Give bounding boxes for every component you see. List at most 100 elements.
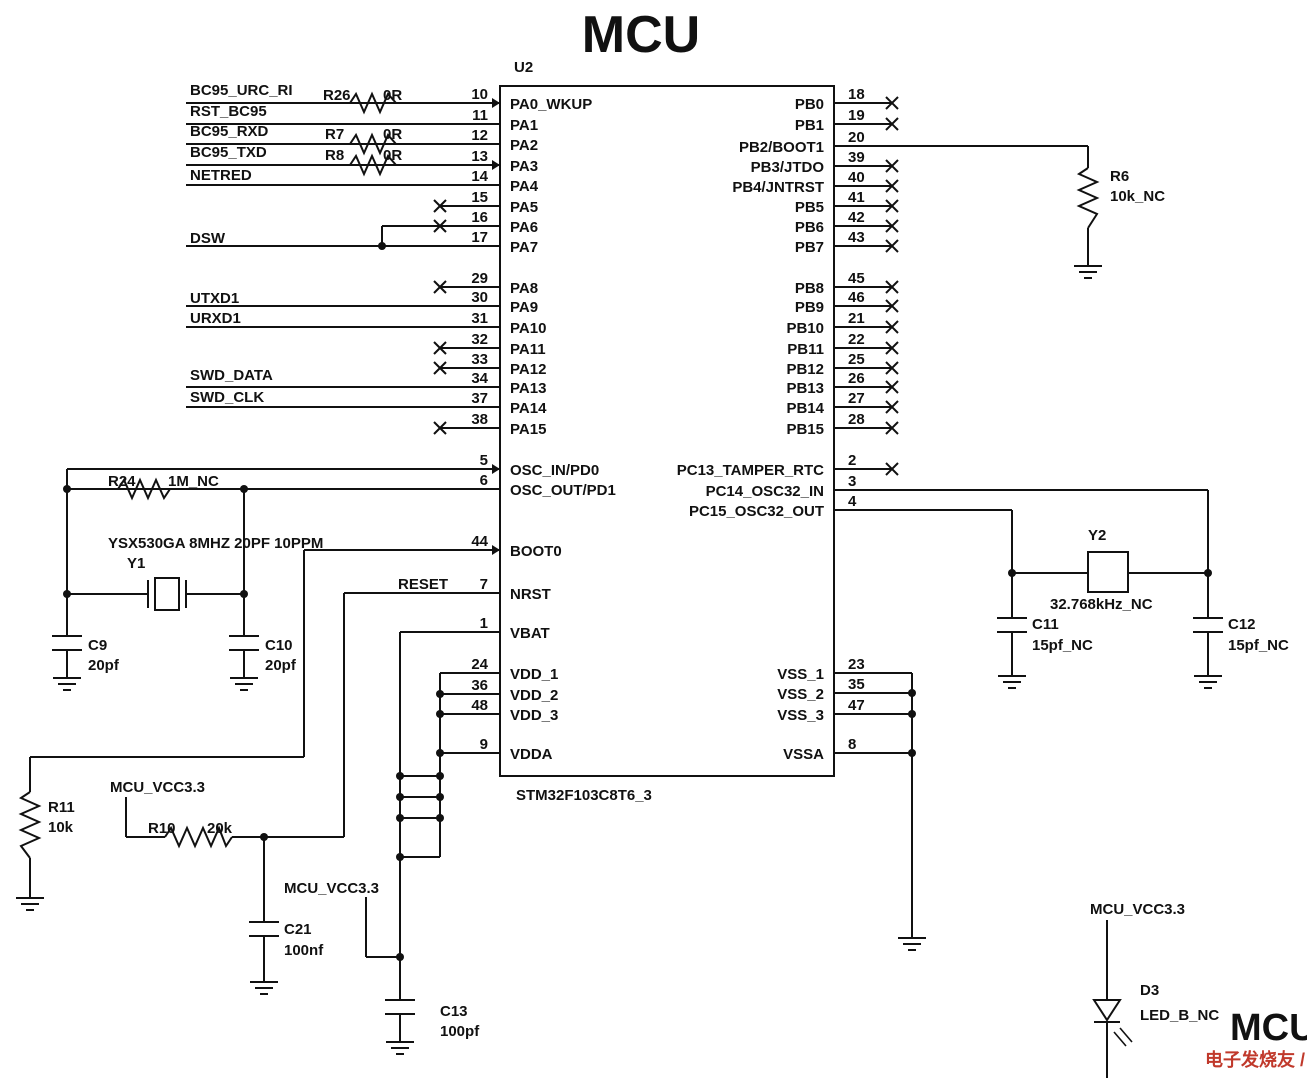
ground-icon <box>250 981 278 995</box>
pin-number: 37 <box>471 390 488 407</box>
pin-name: PA8 <box>510 280 538 297</box>
watermark-logo: 电子发烧友 / 鼎达信 <box>1205 1049 1307 1070</box>
pin-number: 39 <box>848 149 865 166</box>
no-connect-icon <box>433 341 447 355</box>
ground-icon <box>898 937 926 951</box>
pin-number: 41 <box>848 189 865 206</box>
pin-name: VSSA <box>783 746 824 763</box>
pin-number: 42 <box>848 209 865 226</box>
pin-number: 27 <box>848 390 865 407</box>
pin-number: 45 <box>848 270 865 287</box>
ground-icon <box>16 897 44 911</box>
pin-number: 32 <box>471 331 488 348</box>
pin-number: 23 <box>848 656 865 673</box>
pin-name: PC15_OSC32_OUT <box>689 503 824 520</box>
pin-number: 40 <box>848 169 865 186</box>
no-connect-icon <box>885 400 899 414</box>
pin-number: 19 <box>848 107 865 124</box>
r11-ref: R11 <box>48 799 75 816</box>
junction-dot <box>396 793 404 801</box>
pin-number: 21 <box>848 310 865 327</box>
r6-value: 10k_NC <box>1110 188 1165 205</box>
junction-dot <box>1204 569 1212 577</box>
junction-dot <box>908 710 916 718</box>
c21-ref: C21 <box>284 921 312 938</box>
pin-name: OSC_OUT/PD1 <box>510 482 616 499</box>
pin-number: 6 <box>480 472 488 489</box>
net-label-mcu-vcc-reset: MCU_VCC3.3 <box>110 779 205 796</box>
no-connect-icon <box>885 280 899 294</box>
junction-dot <box>396 953 404 961</box>
net-label-rst-bc95: RST_BC95 <box>190 103 267 120</box>
c9-value: 20pf <box>88 657 120 674</box>
net-label-bc95-rxd: BC95_RXD <box>190 123 269 140</box>
pin-number: 16 <box>471 209 488 226</box>
r26-value: 0R <box>383 87 402 104</box>
pin-name: PC13_TAMPER_RTC <box>677 462 824 479</box>
y2-value: 32.768kHz_NC <box>1050 596 1153 613</box>
led-d3-symbol <box>1092 999 1133 1078</box>
r10-value: 20k <box>207 820 233 837</box>
c10-ref: C10 <box>265 637 293 654</box>
pin-name: PA12 <box>510 361 546 378</box>
r26-ref: R26 <box>323 87 351 104</box>
pin-number: 35 <box>848 676 865 693</box>
pin-name: VSS_1 <box>777 666 824 683</box>
no-connect-icon <box>885 239 899 253</box>
pin-number: 14 <box>471 168 488 185</box>
junction-dot <box>436 690 444 698</box>
pin-name: VSS_3 <box>777 707 824 724</box>
pin-number: 7 <box>480 576 488 593</box>
net-label-mcu-vcc-led: MCU_VCC3.3 <box>1090 901 1185 918</box>
pin-name: PC14_OSC32_IN <box>706 483 824 500</box>
no-connect-icon <box>885 299 899 313</box>
pin-name: PA10 <box>510 320 546 337</box>
resistor-r10-symbol <box>164 825 233 849</box>
r10-ref: R10 <box>148 820 176 837</box>
capacitor-c12-symbol <box>1193 617 1223 633</box>
junction-dot <box>436 793 444 801</box>
no-connect-icon <box>885 179 899 193</box>
pin-name: PB12 <box>786 361 824 378</box>
pin-name: PB4/JNTRST <box>732 179 824 196</box>
y1-value: YSX530GA 8MHZ 20PF 10PPM <box>108 535 323 552</box>
capacitor-c9-symbol <box>52 635 82 651</box>
junction-dot <box>63 590 71 598</box>
r11-value: 10k <box>48 819 74 836</box>
c13-ref: C13 <box>440 1003 468 1020</box>
pin-number: 9 <box>480 736 488 753</box>
pin-name: PB14 <box>786 400 824 417</box>
pin-number: 44 <box>471 533 488 550</box>
pin-name: VDD_2 <box>510 687 558 704</box>
right-pin-group: 18PB019PB120PB2/BOOT139PB3/JTDO40PB4/JNT… <box>677 86 899 763</box>
net-label-reset: RESET <box>398 576 448 593</box>
pin-number: 26 <box>848 370 865 387</box>
pin-name: PA13 <box>510 380 546 397</box>
pin-name: OSC_IN/PD0 <box>510 462 599 479</box>
pin-name: PB2/BOOT1 <box>739 139 824 156</box>
net-label-utxd1: UTXD1 <box>190 290 239 307</box>
resistor-r26-symbol <box>349 91 397 115</box>
c12-ref: C12 <box>1228 616 1256 633</box>
c9-ref: C9 <box>88 637 107 654</box>
no-connect-icon <box>885 361 899 375</box>
resistor-r6-symbol <box>1076 167 1100 229</box>
no-connect-icon <box>433 361 447 375</box>
no-connect-icon <box>885 117 899 131</box>
pin-name: PB1 <box>795 117 824 134</box>
junction-dot <box>1008 569 1016 577</box>
pin-number: 22 <box>848 331 865 348</box>
pin-number: 12 <box>471 127 488 144</box>
pin-name: PB5 <box>795 199 824 216</box>
chip-ref: U2 <box>514 59 533 76</box>
pin-number: 29 <box>471 270 488 287</box>
pin-number: 17 <box>471 229 488 246</box>
no-connect-icon <box>885 199 899 213</box>
chip-part-number: STM32F103C8T6_3 <box>516 787 652 804</box>
resistor-r7-symbol <box>349 132 397 156</box>
pin-number: 3 <box>848 473 856 490</box>
ground-icon <box>998 675 1026 689</box>
junction-dot <box>436 749 444 757</box>
pin-name: PB6 <box>795 219 824 236</box>
y2-ref: Y2 <box>1088 527 1106 544</box>
